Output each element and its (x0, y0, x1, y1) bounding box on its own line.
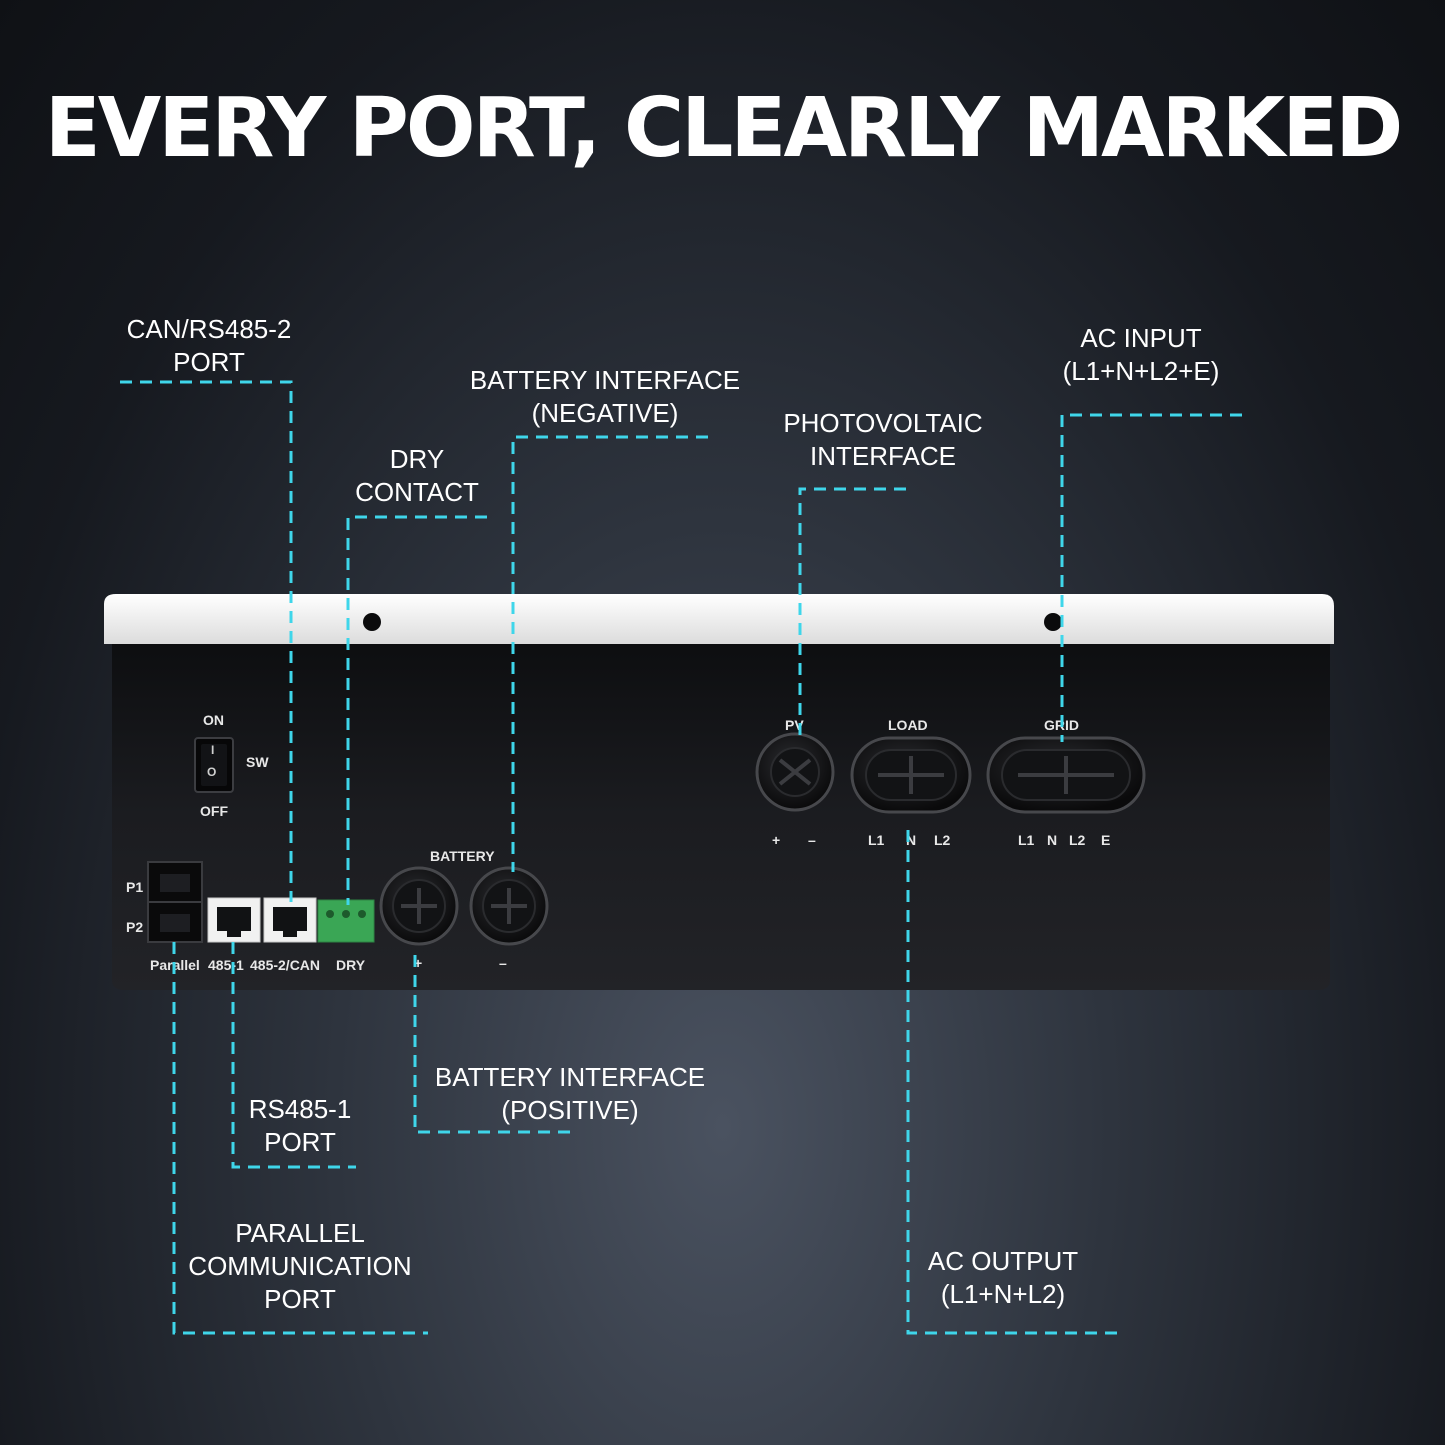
load-l2: L2 (934, 832, 951, 848)
callout-dry-contact-line2: CONTACT (355, 477, 479, 507)
callout-ac-output-line2: (L1+N+L2) (940, 1279, 1066, 1309)
callout-parallel-line2: COMMUNICATION (188, 1251, 412, 1281)
callout-battery-negative: BATTERY INTERFACE (NEGATIVE) (455, 364, 755, 430)
battery-negative-gland[interactable] (469, 866, 549, 946)
parallel-port-p2[interactable] (147, 901, 203, 943)
callout-rs485-1: RS485-1 PORT (230, 1093, 370, 1159)
grid-n: N (1047, 832, 1058, 848)
battery-title: BATTERY (430, 848, 495, 864)
grid-l1: L1 (1018, 832, 1035, 848)
callout-ac-input-line1: AC INPUT (1080, 323, 1202, 353)
pv-minus: – (808, 832, 816, 848)
rs485-1-port[interactable] (207, 897, 261, 943)
load-title: LOAD (888, 717, 928, 733)
screw-hole-right (1044, 613, 1062, 631)
pv-title: PV (785, 717, 804, 733)
rs485-2-can-label: 485-2/CAN (250, 957, 321, 973)
callout-battery-negative-line2: (NEGATIVE) (531, 398, 679, 428)
grid-e: E (1101, 832, 1111, 848)
switch-sw-label: SW (246, 754, 269, 770)
callout-rs485-1-line2: PORT (264, 1127, 336, 1157)
callout-parallel-line1: PARALLEL (235, 1218, 365, 1248)
parallel-port-p1[interactable] (147, 861, 203, 903)
switch-off-label: OFF (200, 803, 228, 819)
callout-parallel-line3: PORT (264, 1284, 336, 1314)
grid-l2: L2 (1069, 832, 1086, 848)
callout-battery-negative-line1: BATTERY INTERFACE (469, 365, 741, 395)
battery-plus: + (414, 955, 423, 971)
callout-rs485-1-line1: RS485-1 (248, 1094, 352, 1124)
load-n: N (906, 832, 917, 848)
callout-dry-contact-line1: DRY (389, 444, 445, 474)
grid-gland[interactable] (986, 736, 1146, 814)
switch-on-label: ON (203, 712, 224, 728)
battery-positive-gland[interactable] (379, 866, 459, 946)
callout-battery-positive: BATTERY INTERFACE (POSITIVE) (420, 1061, 720, 1127)
headline: EVERY PORT, CLEARLY MARKED (44, 81, 1404, 176)
device-top-cover (104, 594, 1334, 644)
callout-photovoltaic-line2: INTERFACE (810, 441, 956, 471)
callout-can-rs485-2-line1: CAN/RS485-2 (126, 314, 292, 344)
rs485-2-can-port[interactable] (263, 897, 317, 943)
dry-contact-terminal[interactable] (317, 899, 375, 943)
callout-parallel: PARALLEL COMMUNICATION PORT (175, 1217, 425, 1316)
p1-label: P1 (126, 879, 144, 895)
dry-label: DRY (336, 957, 366, 973)
battery-minus: – (499, 955, 507, 971)
switch-mark-i: I (211, 743, 215, 757)
callout-ac-input: AC INPUT (L1+N+L2+E) (1036, 322, 1246, 388)
load-l1: L1 (868, 832, 885, 848)
callout-ac-input-line2: (L1+N+L2+E) (1062, 356, 1220, 386)
parallel-port-label: Parallel (150, 957, 200, 973)
pv-plus: + (772, 832, 781, 848)
callout-ac-output: AC OUTPUT (L1+N+L2) (908, 1245, 1098, 1311)
callout-can-rs485-2-line2: PORT (173, 347, 245, 377)
callout-ac-output-line1: AC OUTPUT (927, 1246, 1079, 1276)
callout-battery-positive-line1: BATTERY INTERFACE (434, 1062, 706, 1092)
screw-hole-left (363, 613, 381, 631)
callout-photovoltaic: PHOTOVOLTAIC INTERFACE (763, 407, 1003, 473)
rs485-1-label: 485-1 (208, 957, 244, 973)
pv-gland[interactable] (755, 732, 835, 812)
grid-title: GRID (1044, 717, 1079, 733)
callout-photovoltaic-line1: PHOTOVOLTAIC (783, 408, 983, 438)
load-gland[interactable] (850, 736, 972, 814)
callout-can-rs485-2: CAN/RS485-2 PORT (100, 313, 318, 379)
switch-mark-o: O (207, 765, 217, 779)
callout-battery-positive-line2: (POSITIVE) (501, 1095, 639, 1125)
callout-dry-contact: DRY CONTACT (327, 443, 507, 509)
p2-label: P2 (126, 919, 144, 935)
